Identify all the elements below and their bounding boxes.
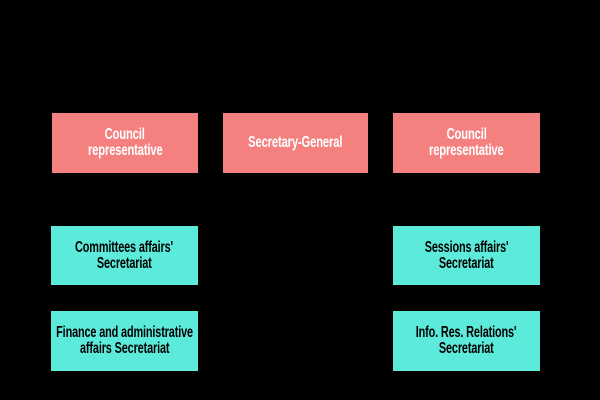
org-box-label-line: representative — [429, 142, 504, 159]
org-box-label-line: Secretariat — [439, 340, 494, 357]
org-box-council-representative-left: Council representative — [52, 113, 198, 173]
org-box-secretary-general: Secretary-General — [223, 113, 368, 173]
org-box-label-line: Secretariat — [439, 254, 494, 272]
org-box-label-line: Secretariat — [97, 254, 152, 272]
org-box-info-res-relations-secretariat: Info. Res. Relations' Secretariat — [393, 311, 540, 371]
org-box-label-line: Council — [446, 126, 487, 143]
org-box-label-line: affairs Secretariat — [79, 340, 170, 357]
org-box-council-representative-right: Council representative — [393, 113, 540, 173]
org-box-label-line: Info. Res. Relations' — [416, 324, 517, 341]
org-box-label-line: Sessions affairs' — [424, 238, 509, 256]
org-box-sessions-affairs-secretariat: Sessions affairs' Secretariat — [393, 226, 540, 285]
org-box-finance-admin-secretariat: Finance and administrative affairs Secre… — [51, 311, 198, 371]
org-box-label-line: Finance and administrative — [56, 324, 193, 341]
org-box-label-line: Committees affairs' — [75, 238, 174, 256]
org-box-label-line: Secretary-General — [248, 134, 343, 151]
org-box-label-line: Council — [104, 126, 146, 143]
org-box-label-line: representative — [87, 142, 163, 159]
org-box-committees-affairs-secretariat: Committees affairs' Secretariat — [51, 226, 198, 285]
